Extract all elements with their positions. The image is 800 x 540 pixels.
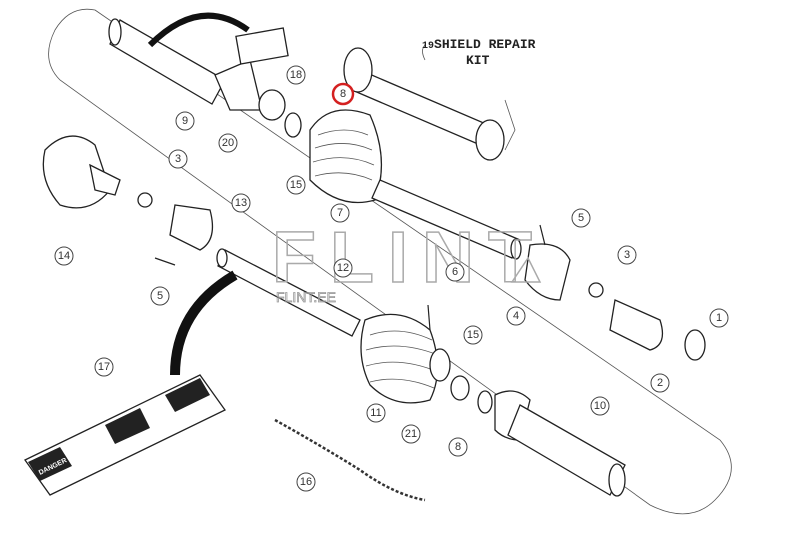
- svg-text:13: 13: [235, 197, 247, 209]
- callout-3: 3: [168, 149, 188, 169]
- callout-16: 16: [296, 472, 316, 492]
- kit-label-line2: KIT: [466, 53, 490, 68]
- svg-text:17: 17: [98, 361, 110, 373]
- callout-9: 9: [175, 111, 195, 131]
- yoke-2: [609, 299, 664, 351]
- decal-18: [235, 27, 289, 65]
- callout-7: 7: [330, 203, 350, 223]
- arrow-to-decal: [147, 12, 250, 48]
- callout-15: 15: [286, 175, 306, 195]
- bellows-cone-7: [309, 109, 383, 204]
- callout-3: 3: [617, 245, 637, 265]
- bearing-8b: [477, 390, 493, 414]
- callout-17: 17: [94, 357, 114, 377]
- watermark-url: FLINT.EE: [276, 289, 336, 305]
- svg-text:7: 7: [337, 207, 343, 219]
- kit-bearing-top: [343, 47, 373, 93]
- svg-text:15: 15: [467, 329, 479, 341]
- svg-text:11: 11: [370, 407, 381, 419]
- callout-6: 6: [445, 262, 465, 282]
- svg-text:18: 18: [290, 69, 302, 81]
- svg-text:14: 14: [58, 250, 70, 262]
- bellows-ribs: [312, 129, 375, 181]
- bellows-cone-11: [360, 313, 439, 404]
- bearing-ring-21: [450, 375, 470, 401]
- svg-text:8: 8: [340, 88, 346, 100]
- tube-end: [108, 18, 122, 46]
- shield-cone-18: [214, 59, 263, 111]
- outer-shield-tube-10: [507, 404, 626, 496]
- svg-text:8: 8: [455, 441, 461, 453]
- safety-chain-16: [274, 418, 426, 502]
- yoke-4: [524, 243, 571, 301]
- callout-12: 12: [333, 258, 353, 278]
- yoke-14: [42, 135, 111, 209]
- callout-21: 21: [401, 424, 421, 444]
- bearing-1: [684, 329, 706, 361]
- callout-15: 15: [463, 325, 483, 345]
- svg-text:9: 9: [182, 115, 188, 127]
- arrow-to-decal-17: [170, 270, 238, 376]
- svg-text:15: 15: [290, 179, 302, 191]
- callout-8: 8: [331, 82, 355, 106]
- svg-text:3: 3: [624, 249, 630, 261]
- cross-3b: [588, 282, 604, 298]
- svg-text:2: 2: [657, 377, 663, 389]
- yoke-13: [169, 204, 214, 251]
- callout-5: 5: [571, 208, 591, 228]
- svg-text:16: 16: [300, 476, 312, 488]
- callout-13: 13: [231, 193, 251, 213]
- bearing-8: [284, 112, 302, 138]
- svg-text:5: 5: [578, 212, 584, 224]
- callout-10: 10: [590, 396, 610, 416]
- callout-18: 18: [286, 65, 306, 85]
- kit-label: 19SHIELD REPAIR: [422, 37, 536, 52]
- watermark-logo: FLINT: [272, 218, 546, 298]
- svg-text:4: 4: [513, 310, 519, 322]
- cross-3: [137, 192, 153, 208]
- svg-text:12: 12: [337, 262, 349, 274]
- callout-11: 11: [366, 403, 386, 423]
- danger-decal-17: DANGER: [24, 374, 226, 496]
- svg-text:5: 5: [157, 290, 163, 302]
- svg-text:20: 20: [222, 137, 234, 149]
- inner-tube-6: [371, 179, 521, 259]
- assembly-outline: [48, 8, 732, 515]
- callout-1: 1: [709, 308, 729, 328]
- bearing-ring-20: [258, 89, 286, 121]
- kit-bearing-bottom: [475, 119, 505, 161]
- svg-text:1: 1: [716, 312, 722, 324]
- callout-14: 14: [54, 246, 74, 266]
- svg-text:3: 3: [175, 153, 181, 165]
- svg-text:6: 6: [452, 266, 458, 278]
- callout-5: 5: [150, 286, 170, 306]
- svg-text:21: 21: [405, 428, 417, 440]
- callout-20: 20: [218, 133, 238, 153]
- callout-4: 4: [506, 306, 526, 326]
- svg-text:10: 10: [594, 400, 606, 412]
- callout-8: 8: [448, 437, 468, 457]
- callout-2: 2: [650, 373, 670, 393]
